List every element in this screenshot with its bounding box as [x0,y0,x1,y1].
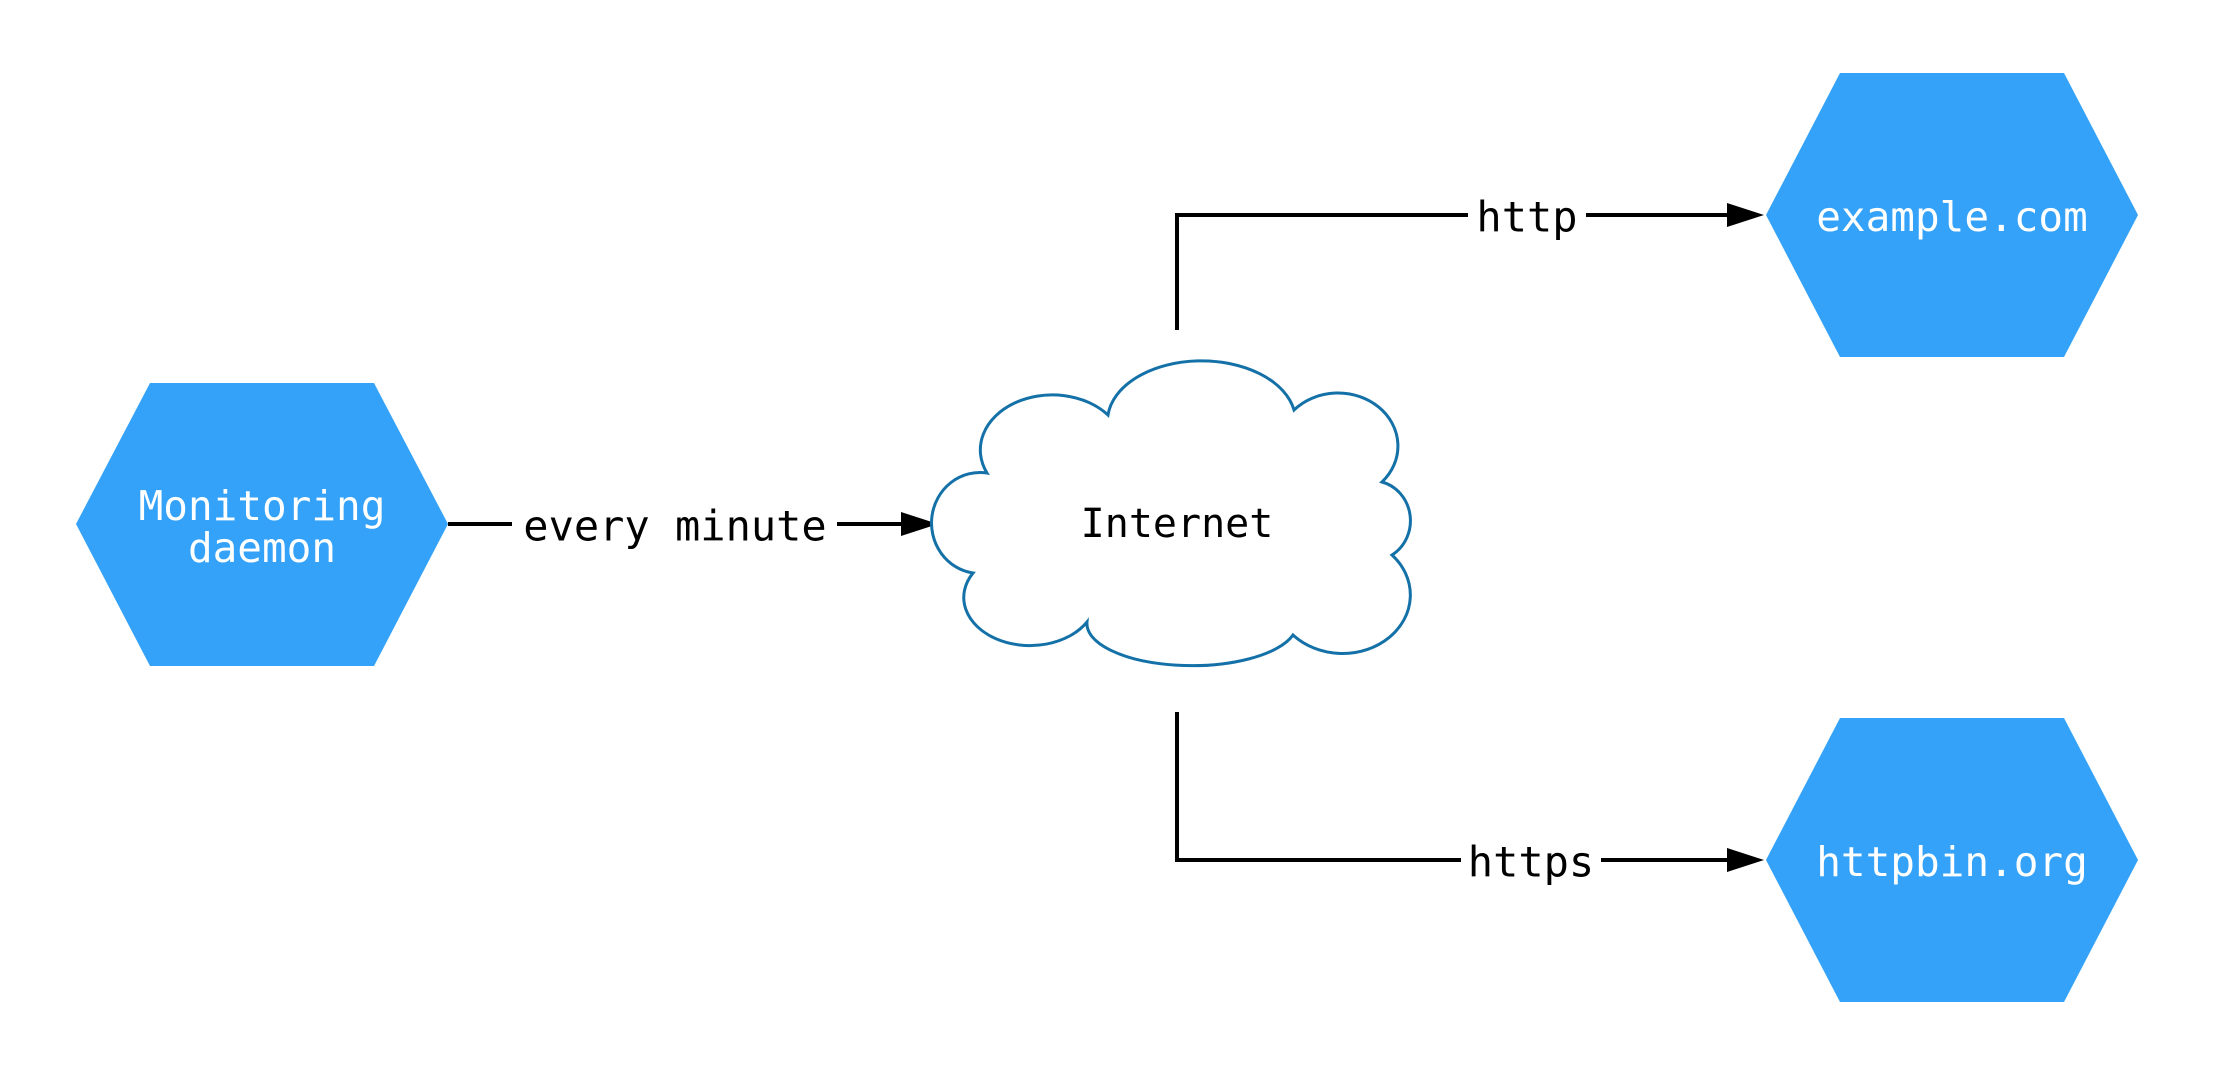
node-label-example: example.com [1816,193,2088,241]
node-label-line2: daemon [188,524,336,572]
node-httpbin-org: httpbin.org [1766,718,2138,1002]
arrowhead-icon [901,512,938,536]
node-label-httpbin: httpbin.org [1816,838,2088,886]
edge-label-https: https [1468,838,1594,887]
node-label-internet: Internet [1081,501,1274,547]
arrowhead-icon [1727,203,1764,227]
node-internet-cloud: Internet [930,359,1412,668]
edge-label-bg [512,499,837,549]
edge-label-bg [1468,190,1586,240]
edge-monitoring-to-internet: every minute [448,499,938,551]
edge-line-https [1175,712,1732,862]
hexagon-shape [76,383,448,666]
edge-internet-to-example: http [1175,190,1764,330]
node-label-line1: Monitoring [139,482,386,530]
hexagon-shape [1766,73,2138,357]
edge-line-http [1175,213,1732,330]
node-example-com: example.com [1766,73,2138,357]
node-monitoring-daemon: Monitoring daemon [76,383,448,666]
edge-internet-to-httpbin: https [1175,712,1764,887]
edge-label-http: http [1476,193,1577,242]
edge-label-bg [1461,835,1601,885]
cloud-shape [930,359,1412,668]
arrowhead-icon [1727,848,1764,872]
hexagon-shape [1766,718,2138,1002]
edge-label-every-minute: every minute [523,502,826,551]
